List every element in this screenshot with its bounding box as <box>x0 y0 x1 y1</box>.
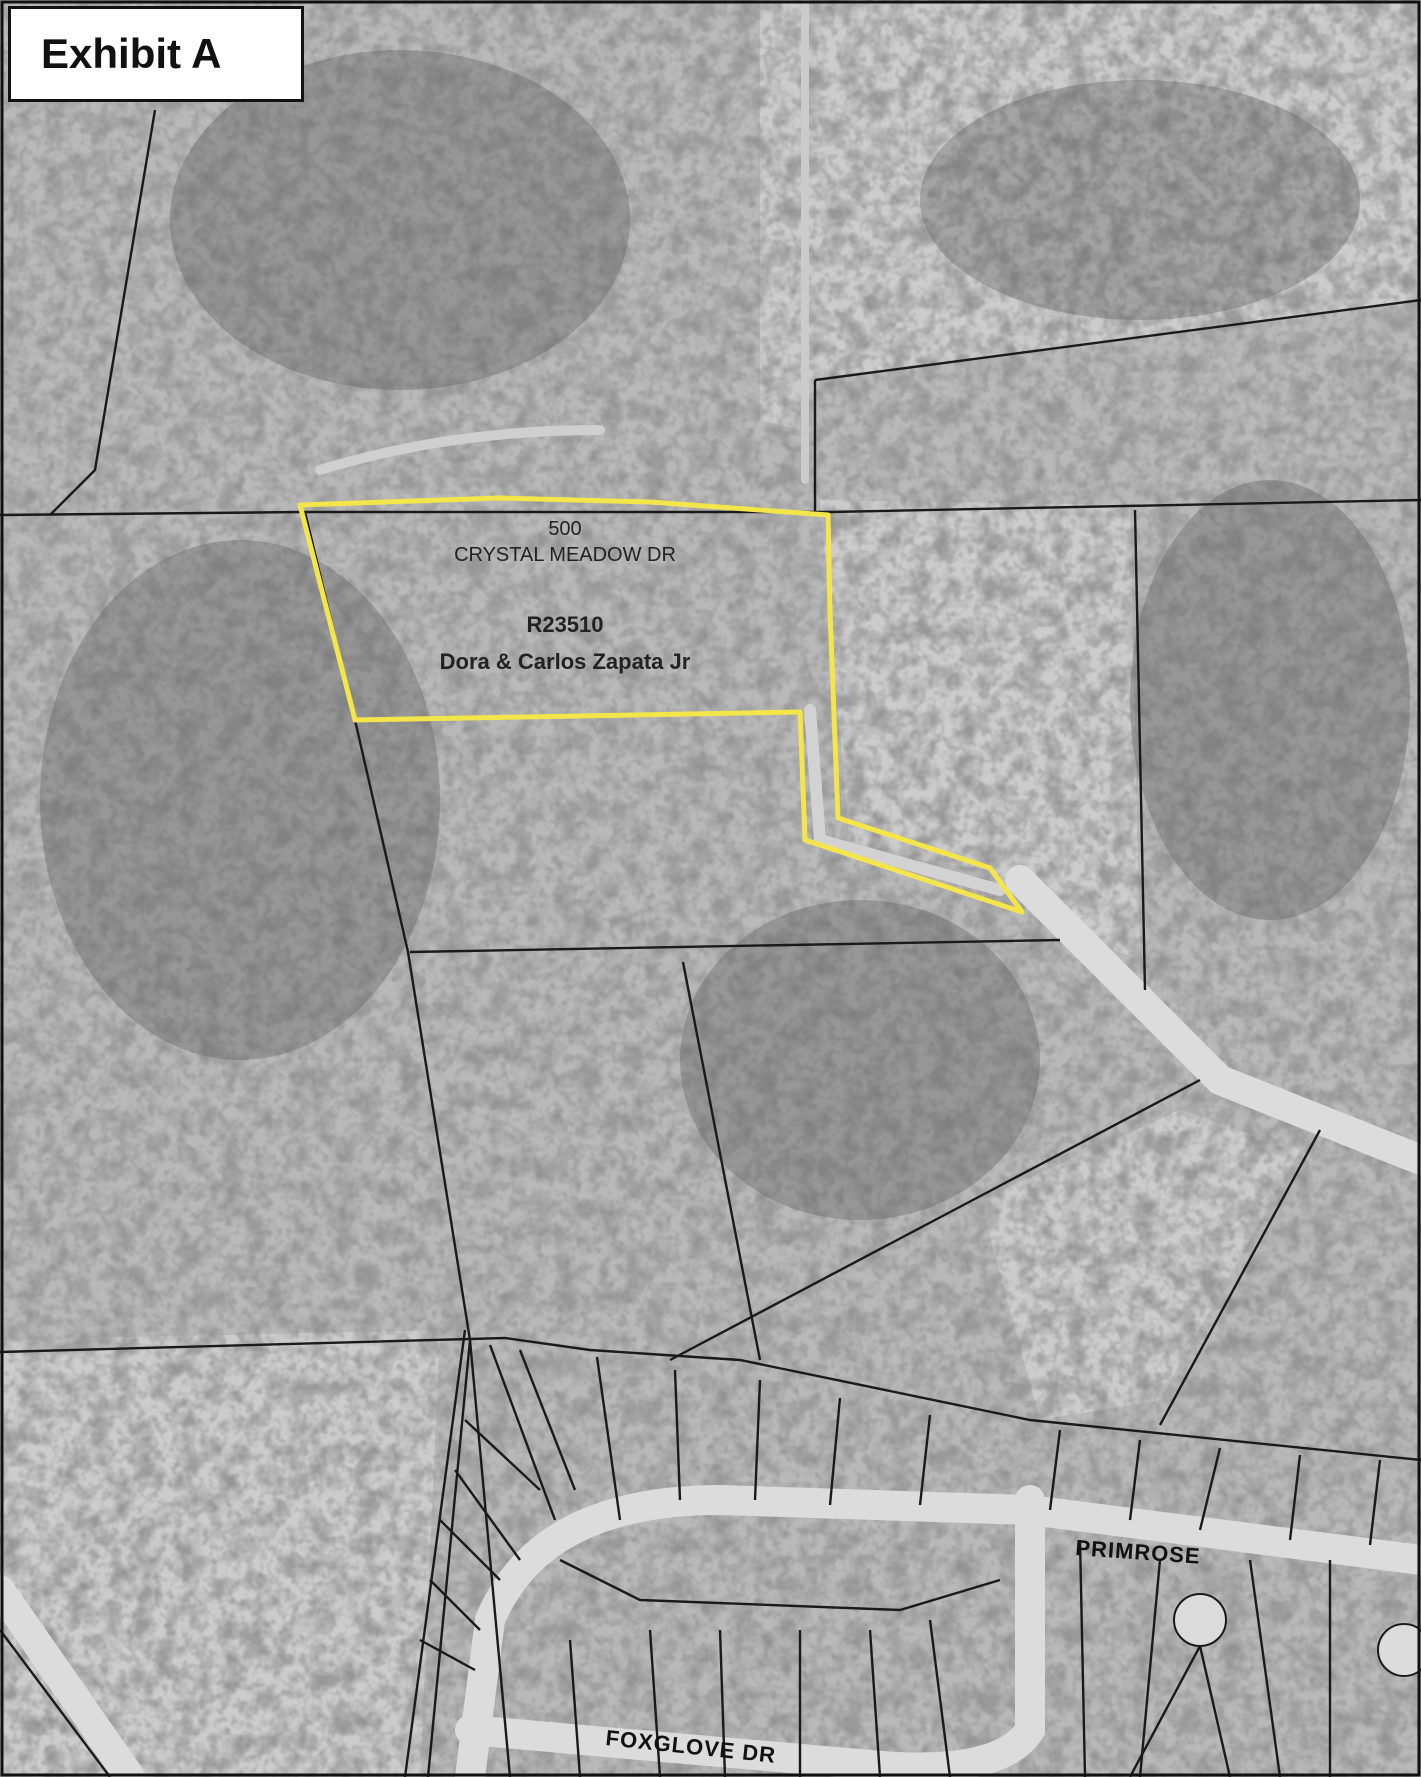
primrose-road <box>455 1484 1421 1777</box>
cul-de-sacs <box>1173 1593 1421 1677</box>
parcel-owner-label: Dora & Carlos Zapata Jr <box>440 649 691 674</box>
parcel-id-label: R23510 <box>526 612 603 637</box>
foxglove-road <box>455 1485 1045 1777</box>
parcel-boundaries <box>0 109 1421 1777</box>
west-track <box>315 425 605 475</box>
sw-road <box>0 1575 145 1777</box>
subject-parcel-outline <box>297 495 1025 915</box>
parcel-house-number: 500 <box>548 518 581 540</box>
access-drive <box>804 704 1006 896</box>
crystal-meadow-road <box>1005 865 1421 1175</box>
exhibit-title: Exhibit A <box>8 6 304 102</box>
parcel-street-label: CRYSTAL MEADOW DR <box>454 544 676 566</box>
